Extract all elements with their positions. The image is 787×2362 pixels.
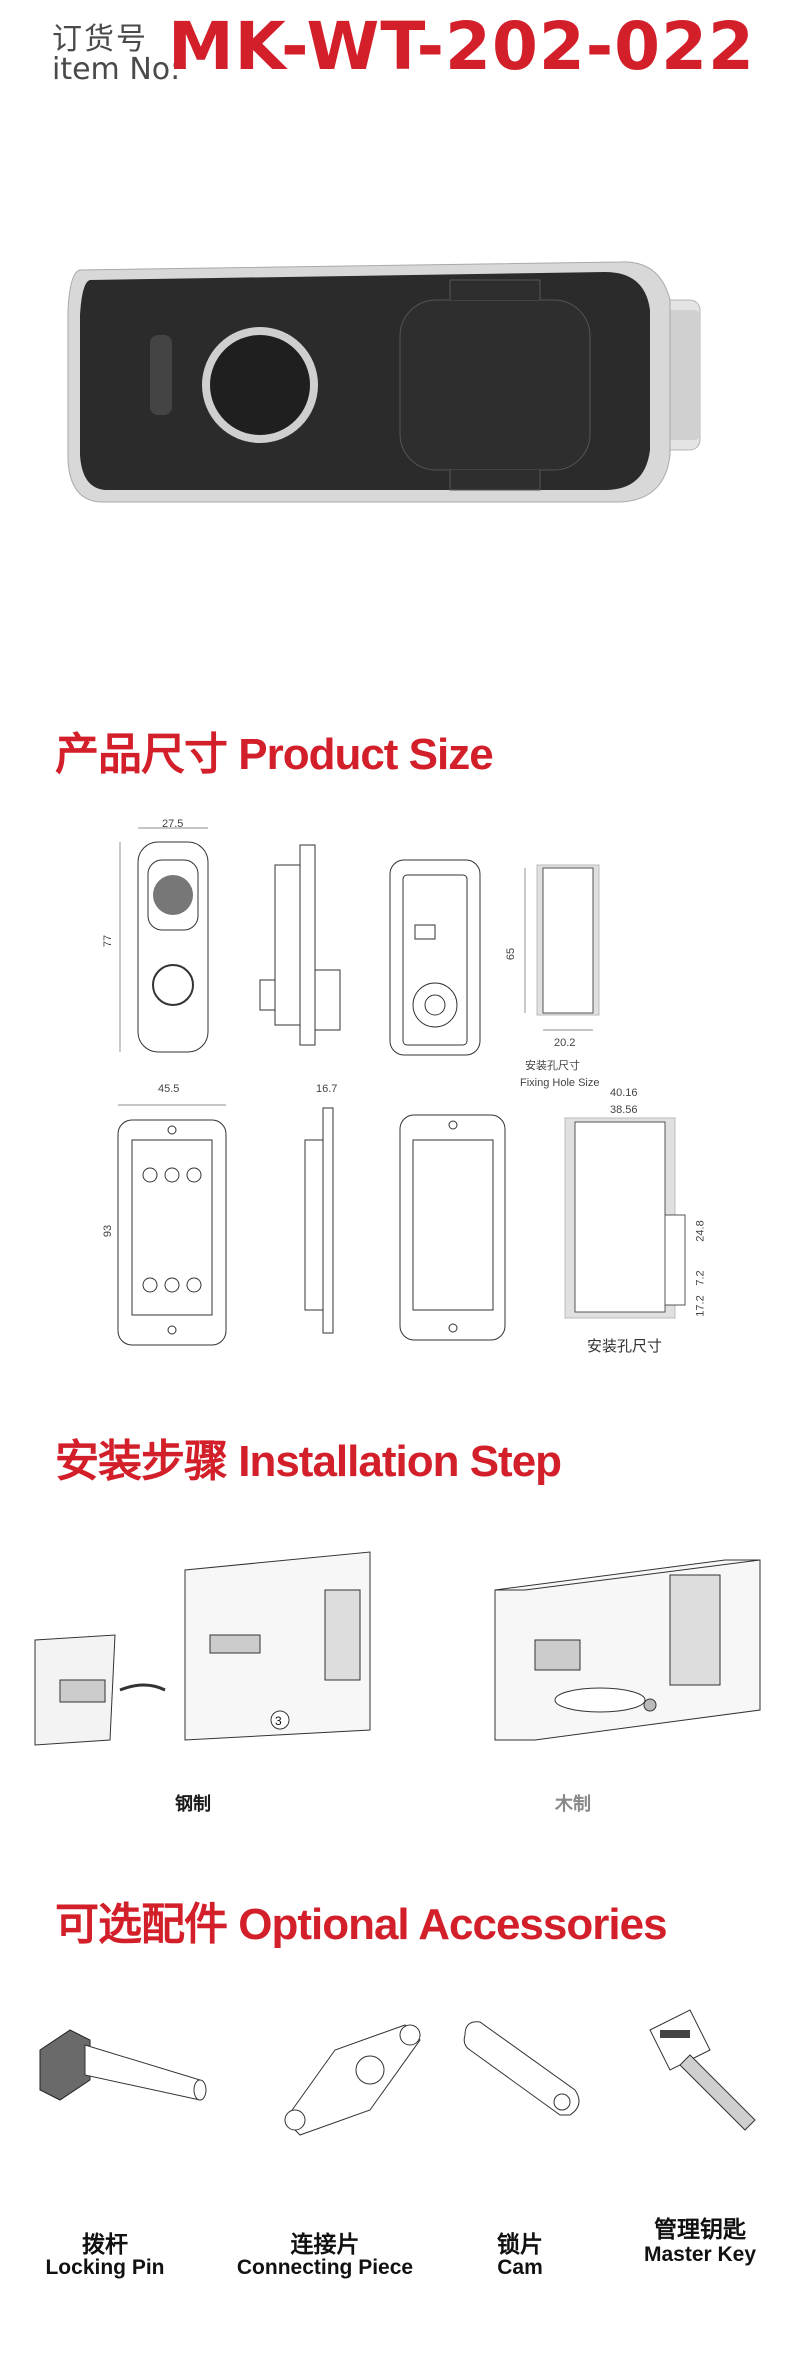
section-title-installation: 安装步骤 Installation Step bbox=[55, 1437, 562, 1486]
dim-40-16: 40.16 bbox=[610, 1087, 638, 1099]
cam-icon bbox=[463, 2021, 580, 2116]
fixing-hole-bottom-drawing bbox=[564, 1117, 686, 1319]
dim-24-8: 24.8 bbox=[694, 1220, 707, 1242]
fixing-hole-label-zh-top: 安装孔尺寸 bbox=[525, 1060, 580, 1072]
wood-label: 木制 bbox=[555, 1794, 591, 1815]
dim-93: 93 bbox=[102, 1224, 115, 1238]
rear-view-drawing bbox=[389, 859, 481, 1056]
fixing-hole-label-zh-bottom: 安装孔尺寸 bbox=[587, 1337, 663, 1355]
side-inner-drawing bbox=[304, 1107, 334, 1334]
dim-38-56: 38.56 bbox=[610, 1104, 638, 1116]
master-key-icon bbox=[649, 2009, 756, 2131]
item-number: MK-WT-202-022 bbox=[168, 8, 755, 85]
dim-27-5: 27.5 bbox=[162, 818, 184, 830]
fixing-hole-top-drawing bbox=[524, 864, 600, 1031]
dim-77: 77 bbox=[102, 934, 115, 948]
accessory-3-en: Master Key bbox=[643, 2243, 757, 2266]
dim-17-2: 17.2 bbox=[694, 1295, 707, 1317]
locking-pin-icon bbox=[39, 2029, 207, 2101]
steel-label: 钢制 bbox=[175, 1794, 211, 1815]
rear-inner-drawing bbox=[399, 1114, 506, 1341]
dim-20-2: 20.2 bbox=[554, 1037, 576, 1049]
fixing-hole-label-en-top: Fixing Hole Size bbox=[520, 1077, 600, 1089]
section-title-product-size: 产品尺寸 Product Size bbox=[55, 730, 494, 779]
accessory-2-en: Cam bbox=[497, 2256, 543, 2279]
accessory-0-en: Locking Pin bbox=[45, 2256, 165, 2279]
section-title-accessories: 可选配件 Optional Accessories bbox=[55, 1900, 668, 1949]
wood-installation-illustration bbox=[494, 1559, 761, 1741]
accessory-1-en: Connecting Piece bbox=[236, 2256, 414, 2279]
accessory-0-zh: 拨杆 bbox=[82, 2232, 128, 2258]
side-view-drawing bbox=[259, 844, 341, 1046]
dim-65: 65 bbox=[505, 947, 518, 961]
accessory-1-zh: 连接片 bbox=[290, 2232, 360, 2258]
dim-7-2: 7.2 bbox=[694, 1270, 707, 1286]
connecting-piece-icon bbox=[284, 2024, 421, 2136]
item-label-en: item No: bbox=[52, 52, 181, 87]
dim-45-5: 45.5 bbox=[158, 1083, 180, 1095]
step-number: 3 bbox=[275, 1714, 282, 1728]
steel-installation-illustration: 3 bbox=[34, 1551, 371, 1746]
item-label-zh: 订货号 bbox=[52, 22, 148, 57]
front-inner-drawing bbox=[117, 1104, 227, 1346]
front-view-drawing bbox=[119, 827, 209, 1053]
accessory-3-zh: 管理钥匙 bbox=[654, 2217, 746, 2243]
accessory-2-zh: 锁片 bbox=[497, 2232, 543, 2258]
dim-16-7: 16.7 bbox=[316, 1083, 338, 1095]
product-photo bbox=[67, 261, 701, 503]
